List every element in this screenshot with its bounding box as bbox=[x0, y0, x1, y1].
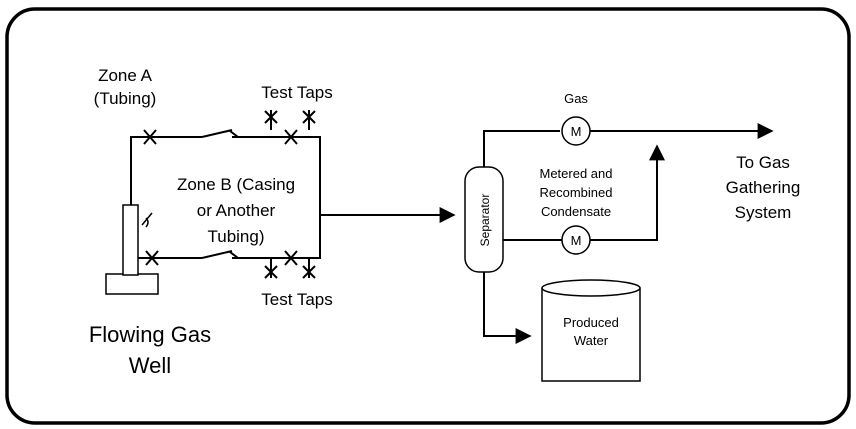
water-label-2: Water bbox=[574, 333, 609, 348]
zone-a-label: Zone A bbox=[98, 66, 153, 85]
water-outlet-line bbox=[483, 272, 532, 344]
produced-water-tank bbox=[541, 279, 641, 382]
gas-outlet-line bbox=[483, 130, 560, 167]
condensate-label-1: Metered and bbox=[540, 166, 613, 181]
gas-meter-symbol: M bbox=[571, 124, 582, 139]
well-label-2: Well bbox=[129, 353, 171, 378]
zone-b-valve bbox=[145, 250, 159, 266]
separator-label: Separator bbox=[478, 194, 492, 247]
test-taps-bottom-label: Test Taps bbox=[261, 290, 333, 309]
well-label-1: Flowing Gas bbox=[89, 322, 211, 347]
zone-b-label-1: Zone B (Casing bbox=[177, 175, 295, 194]
test-taps-top-label: Test Taps bbox=[261, 83, 333, 102]
test-tap-bottom-1 bbox=[264, 258, 278, 279]
test-tap-bottom-2 bbox=[302, 258, 316, 279]
zone-b-label-3: Tubing) bbox=[207, 227, 264, 246]
condensate-label-3: Condensate bbox=[541, 204, 611, 219]
zone-a-sublabel: (Tubing) bbox=[94, 89, 157, 108]
destination-label-3: System bbox=[735, 203, 792, 222]
zone-a-check-valve bbox=[196, 129, 239, 142]
zone-a-line bbox=[130, 136, 321, 259]
well-casing bbox=[122, 204, 139, 276]
destination-label-1: To Gas bbox=[736, 153, 790, 172]
zone-b-label-2: or Another bbox=[197, 201, 276, 220]
destination-label-2: Gathering bbox=[726, 178, 801, 197]
condensate-recombine-line bbox=[590, 144, 665, 241]
well-base bbox=[105, 273, 159, 295]
test-tap-bottom-mid bbox=[284, 250, 298, 266]
gas-well bbox=[105, 204, 159, 295]
diagram-frame bbox=[5, 7, 851, 425]
test-tap-top-mid bbox=[284, 129, 298, 145]
test-tap-top-2 bbox=[302, 110, 316, 130]
zone-b-check-valve bbox=[196, 250, 239, 263]
test-tap-top-1 bbox=[264, 110, 278, 130]
water-label-1: Produced bbox=[563, 315, 619, 330]
casing-valve-hook bbox=[145, 217, 149, 228]
zone-a-tubing-valve bbox=[143, 129, 157, 145]
gas-label: Gas bbox=[564, 91, 588, 106]
condensate-label-2: Recombined bbox=[540, 185, 613, 200]
condensate-meter-symbol: M bbox=[571, 233, 582, 248]
